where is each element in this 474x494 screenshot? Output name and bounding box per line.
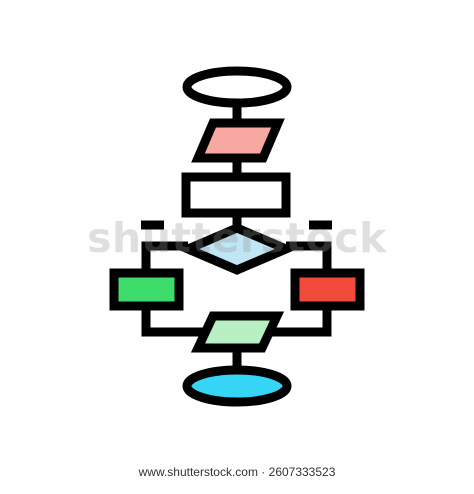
connector-decision-to-left (141, 241, 188, 276)
process-box-left (109, 268, 184, 311)
connector-right-to-output (262, 306, 332, 337)
connector-decision-to-right (286, 241, 332, 276)
terminator-start-shape (182, 66, 292, 108)
image-credit-footer: www.shutterstock.com · 2607333523 (0, 455, 474, 489)
process-box-right (290, 268, 365, 311)
connector-left-to-output (141, 306, 214, 337)
process-box-top (181, 172, 291, 218)
output-parallelogram-bottom (190, 311, 285, 353)
terminator-end-shape (182, 365, 292, 407)
input-parallelogram-top (191, 118, 285, 163)
decision-diamond (176, 223, 298, 275)
